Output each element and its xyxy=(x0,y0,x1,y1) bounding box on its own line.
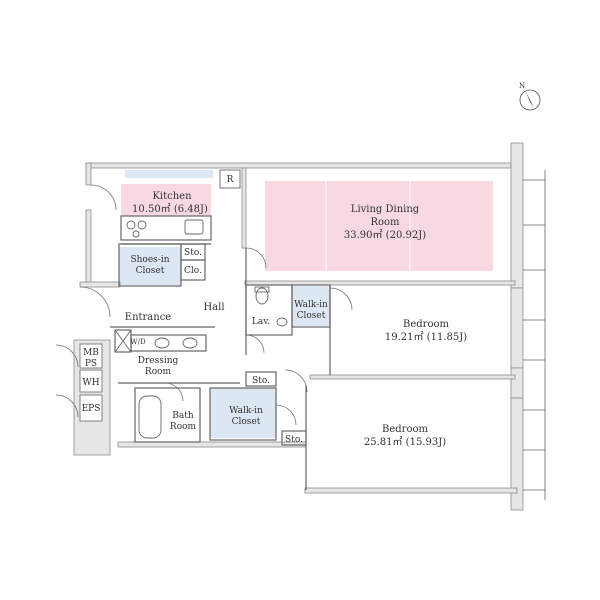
kitchen-fill xyxy=(121,184,211,216)
bedroom1-name: Bedroom xyxy=(403,319,449,330)
walkin-closet-2-name-line1: Walk-in xyxy=(229,406,263,416)
door-swing-icon xyxy=(329,287,353,311)
kitchen-name: Kitchen xyxy=(152,191,192,202)
walkin-closet-2-name-line2: Closet xyxy=(232,417,261,427)
door-swing-icon xyxy=(284,369,308,393)
walkin-closet-1-fill xyxy=(292,286,330,326)
bath-room-name-line2: Room xyxy=(170,422,197,432)
shoes-closet-name-line1: Shoes-in xyxy=(130,255,169,265)
shoes-closet-name-line2: Closet xyxy=(136,266,165,276)
door-swing-icon xyxy=(79,286,111,318)
bedroom2-area: 25.81㎡ (15.93J) xyxy=(364,436,446,448)
washer-label: W/D xyxy=(130,338,146,346)
door-swing-icon xyxy=(245,247,267,269)
hall-name: Hall xyxy=(203,302,224,313)
vanity-sink-icon xyxy=(154,337,170,349)
walkin-closet-1-name-line2: Closet xyxy=(297,311,326,321)
toilet-icon xyxy=(255,287,269,305)
eps-label: EPS xyxy=(82,404,101,414)
compass: N xyxy=(519,82,541,111)
bedroom1-area: 19.21㎡ (11.85J) xyxy=(385,331,467,343)
refrigerator-box xyxy=(219,169,241,189)
wh-box xyxy=(79,369,103,393)
vanity-sink-icon xyxy=(182,337,198,349)
wh-label: WH xyxy=(82,378,99,388)
walkin-closet-1-name-line1: Walk-in xyxy=(294,300,328,310)
door-swing-icon xyxy=(90,184,117,211)
door-swing-icon xyxy=(245,334,265,354)
kitchen-top-strip xyxy=(125,170,213,178)
dressing-room-name-line1: Dressing xyxy=(138,356,179,366)
mbps-label-line1: MB xyxy=(83,348,99,358)
walkin-closet-2-fill xyxy=(210,388,276,438)
storage3-label: Sto. xyxy=(285,435,303,445)
toilet-tank-icon xyxy=(254,286,270,293)
mbps-label-line2: PS xyxy=(85,359,97,369)
doors xyxy=(55,184,353,426)
bedroom2-name: Bedroom xyxy=(382,424,428,435)
living-room-area: 33.90㎡ (20.92J) xyxy=(344,229,426,241)
dressing-room-name-line2: Room xyxy=(145,367,172,377)
kitchen-sink-icon xyxy=(184,219,204,235)
door-swing-icon xyxy=(275,404,297,426)
bath-room-name-line1: Bath xyxy=(172,411,194,421)
living-room-name-line2: Room xyxy=(370,217,400,228)
refrigerator-label: R xyxy=(227,175,234,185)
lavatory-sink-icon xyxy=(276,317,288,327)
stove-burner-icon xyxy=(126,220,136,230)
eps-box xyxy=(79,394,103,422)
stove-burner-icon xyxy=(137,220,147,230)
stove-burner-icon xyxy=(132,230,140,238)
storage1-label: Sto. xyxy=(184,248,202,258)
compass-ring xyxy=(519,89,541,111)
closet-small-label: Clo. xyxy=(184,266,202,276)
partitions xyxy=(110,215,331,490)
shoes-closet-fill xyxy=(119,247,181,285)
windows xyxy=(523,170,546,500)
mbps-box xyxy=(79,343,103,369)
door-swing-icon xyxy=(164,382,184,402)
living-room-fill xyxy=(265,181,493,271)
kitchen-area: 10.50㎡ (6.48J) xyxy=(132,203,208,215)
lavatory-name: Lav. xyxy=(252,317,270,327)
storage2-label: Sto. xyxy=(252,376,270,386)
bathtub-icon xyxy=(138,395,162,439)
door-swing-icon xyxy=(55,394,79,418)
entrance-name: Entrance xyxy=(125,312,172,323)
compass-label: N xyxy=(519,82,525,90)
living-room-name-line1: Living Dining xyxy=(351,204,420,215)
fixtures xyxy=(114,169,288,439)
door-swing-icon xyxy=(55,344,79,368)
compass-needle-icon xyxy=(526,92,534,108)
